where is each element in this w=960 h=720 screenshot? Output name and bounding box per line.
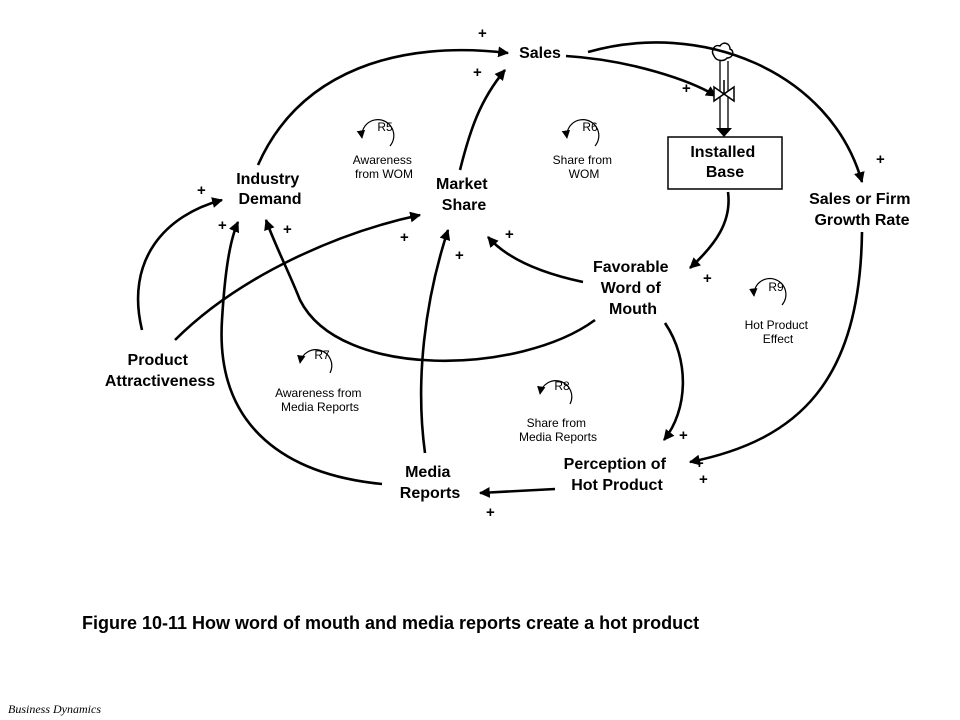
loop-r6-id: R6 — [582, 120, 598, 134]
link-favorable-wom-to-perception — [662, 322, 685, 441]
loop-r9-arrow-icon — [749, 277, 787, 306]
link-media-reports-to-market-share — [419, 228, 451, 454]
link-product-attractiveness-to-market-share — [174, 211, 422, 341]
node-sales: Sales — [519, 45, 561, 62]
link-sales-to-installed-base — [565, 54, 717, 98]
figure-caption: Figure 10-11 How word of mouth and media… — [82, 613, 700, 633]
link-industry-demand-to-sales — [256, 46, 510, 166]
loop-r6: R6 Share from WOM — [553, 119, 616, 181]
loop-r5: R5 Awareness from WOM — [353, 119, 416, 181]
causal-loop-diagram: Sales Industry Demand Market Share Insta… — [105, 25, 915, 521]
loop-r8-label: Share from Media Reports — [519, 416, 597, 444]
loop-r5-label: Awareness from WOM — [353, 153, 416, 181]
polarity-sign: + — [473, 64, 482, 81]
node-product-attractiveness: Product Attractiveness — [105, 352, 215, 390]
loop-r8-arrow-icon — [537, 380, 573, 405]
loop-r8: R8 Share from Media Reports — [519, 379, 597, 444]
loop-r6-arrow-icon — [561, 119, 600, 147]
node-favorable-word-of-mouth: Favorable Word of Mouth — [593, 259, 673, 318]
loop-r9: R9 Hot Product Effect — [745, 277, 812, 346]
loop-r9-id: R9 — [768, 280, 784, 294]
cloud-source-icon — [711, 42, 734, 62]
polarity-sign: + — [478, 25, 487, 42]
node-growth-rate: Sales or Firm Growth Rate — [809, 191, 915, 229]
link-media-reports-to-industry-demand — [220, 221, 383, 486]
polarity-sign: + — [695, 455, 704, 472]
polarity-sign: + — [679, 427, 688, 444]
loop-r7-arrow-icon — [297, 349, 333, 374]
polarity-signs: + + + + + + + + + + + + + + + — [197, 25, 885, 521]
link-growth-rate-to-perception — [688, 231, 864, 466]
link-product-attractiveness-to-industry-demand — [136, 197, 224, 331]
loop-r7: R7 Awareness from Media Reports — [275, 348, 365, 414]
link-sales-to-growth-rate — [587, 41, 865, 184]
polarity-sign: + — [197, 182, 206, 199]
polarity-sign: + — [486, 504, 495, 521]
loop-r7-id: R7 — [314, 348, 330, 362]
polarity-sign: + — [400, 229, 409, 246]
loop-r9-label: Hot Product Effect — [745, 318, 812, 346]
link-installed-base-to-favorable-wom — [689, 191, 730, 269]
loop-r5-id: R5 — [377, 120, 393, 134]
footer-book-title: Business Dynamics — [8, 702, 101, 716]
loop-r8-id: R8 — [554, 379, 570, 393]
node-perception-of-hot-product: Perception of Hot Product — [564, 456, 671, 494]
polarity-sign: + — [455, 247, 464, 264]
installed-base-stock-box — [667, 136, 783, 190]
link-favorable-wom-to-industry-demand — [264, 218, 596, 362]
loop-r6-label: Share from WOM — [553, 153, 616, 181]
node-media-reports: Media Reports — [400, 464, 461, 502]
polarity-sign: + — [699, 471, 708, 488]
loop-r5-arrow-icon — [356, 119, 395, 147]
link-perception-to-media-reports — [478, 487, 556, 498]
polarity-sign: + — [682, 80, 691, 97]
polarity-sign: + — [283, 221, 292, 238]
link-market-share-to-sales — [458, 69, 506, 171]
polarity-sign: + — [876, 151, 885, 168]
polarity-sign: + — [505, 226, 514, 243]
polarity-sign: + — [703, 270, 712, 287]
link-favorable-wom-to-market-share — [487, 236, 584, 284]
polarity-sign: + — [218, 217, 227, 234]
installed-base-inflow — [711, 42, 735, 137]
node-industry-demand: Industry Demand — [236, 171, 304, 208]
node-installed-base: Installed Base — [690, 144, 759, 181]
node-market-share: Market Share — [436, 176, 492, 214]
loop-r7-label: Awareness from Media Reports — [275, 386, 365, 414]
